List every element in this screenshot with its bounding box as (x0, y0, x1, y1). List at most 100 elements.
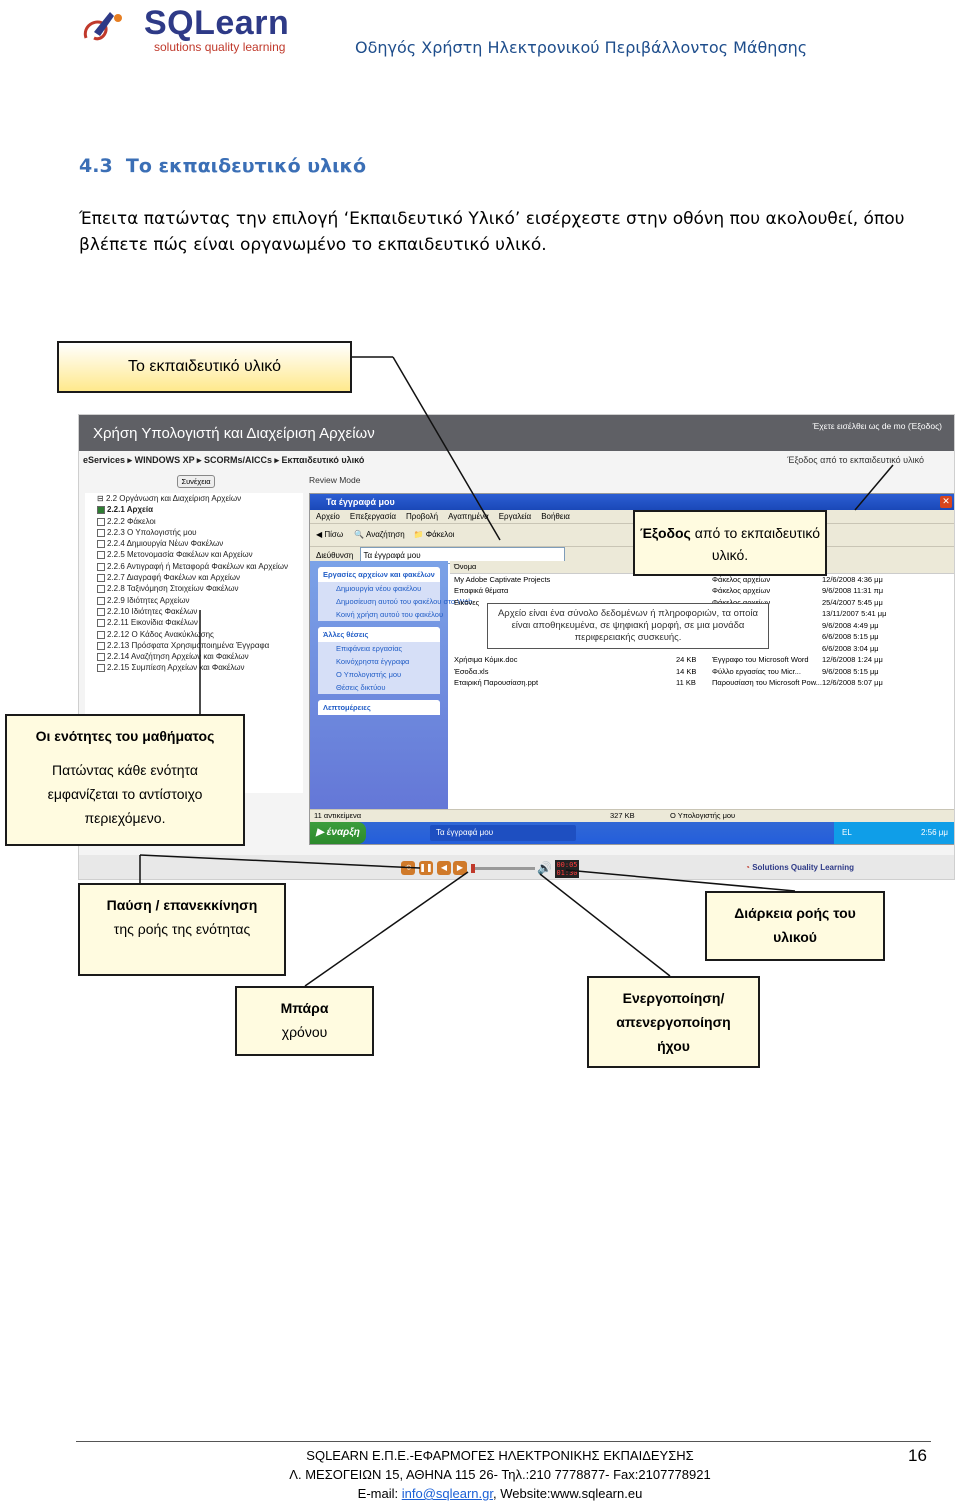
search-label: Αναζήτηση (366, 530, 405, 539)
folders-button[interactable]: 📁 Φάκελοι (413, 530, 455, 539)
replay-icon[interactable]: ⟲ (401, 861, 415, 875)
back-button[interactable]: ◀ Πίσω (316, 530, 344, 539)
address-label: Διεύθυνση (316, 551, 354, 560)
tree-item-checkbox[interactable] (97, 528, 105, 537)
tree-item-checkbox[interactable] (97, 540, 105, 549)
tree-item[interactable]: 2.2.3 Ο Υπολογιστής μου (85, 527, 303, 538)
close-icon[interactable]: ✕ (940, 496, 952, 508)
callout-exit: Έξοδος από το εκπαιδευτικό υλικό. (633, 510, 827, 576)
file-date: 9/6/2008 5:15 μμ (822, 666, 879, 676)
menu-item[interactable]: Προβολή (405, 512, 439, 521)
tree-item[interactable]: 2.2.10 Ιδιότητες Φακέλων (85, 606, 303, 617)
file-row[interactable]: 6/6/2008 3:04 μμ (450, 643, 954, 655)
menu-item[interactable]: Αγαπημένα (448, 512, 489, 521)
panel-link[interactable]: Θέσεις δικτύου (336, 683, 386, 692)
panel-link[interactable]: Ο Υπολογιστής μου (336, 670, 402, 679)
taskbar-item[interactable]: Τα έγγραφά μου (430, 825, 576, 841)
tree-item[interactable]: 2.2.5 Μετονομασία Φακέλων και Αρχείων (85, 549, 303, 560)
menu-item[interactable]: Επεξεργασία (349, 512, 396, 521)
breadcrumb-item[interactable]: SCORMs/AICCs (203, 455, 272, 465)
search-button[interactable]: 🔍 Αναζήτηση (354, 530, 405, 539)
panel-other-places-title[interactable]: Άλλες θέσεις (318, 627, 440, 642)
breadcrumb-item[interactable]: eServices (83, 455, 126, 465)
tray-language[interactable]: EL (842, 828, 852, 837)
tree-item-label: 2.2.2 Φάκελοι (107, 516, 156, 526)
panel-details-title[interactable]: Λεπτομέρειες (318, 700, 440, 715)
xp-toolbar: ◀ Πίσω 🔍 Αναζήτηση 📁 Φάκελοι (310, 524, 954, 547)
start-button[interactable]: ▶ έναρξη (310, 822, 366, 844)
panel-link[interactable]: Δημοσίευση αυτού του φακέλου στο Web (336, 597, 473, 606)
panel-link[interactable]: Κοινόχρηστα έγγραφα (336, 657, 410, 666)
tree-item-checkbox[interactable] (97, 596, 105, 605)
exit-material-link[interactable]: Έξοδος από το εκπαιδευτικό υλικό (787, 455, 924, 465)
breadcrumb-item[interactable]: WINDOWS XP (134, 455, 195, 465)
tree-item-label: 2.2.4 Δημιουργία Νέων Φακέλων (107, 539, 224, 549)
tree-item[interactable]: 2.2.1 Αρχεία (85, 504, 303, 515)
status-items-count: 11 αντικείμενα (314, 811, 362, 820)
tree-item-checkbox[interactable] (97, 562, 105, 571)
tree-item-checkbox[interactable] (97, 664, 105, 673)
tree-item[interactable]: 2.2.14 Αναζήτηση Αρχείων και Φακέλων (85, 651, 303, 662)
menu-item[interactable]: Εργαλεία (498, 512, 532, 521)
panel-link[interactable]: Επιφάνεια εργασίας (336, 644, 403, 653)
panel-link[interactable]: Δημιουργία νέου φακέλου (336, 584, 422, 593)
tree-item[interactable]: 2.2.2 Φάκελοι (85, 516, 303, 527)
file-size: 11 KB (676, 678, 696, 687)
tree-item[interactable]: 2.2.13 Πρόσφατα Χρησιμοποιημένα Έγγραφα (85, 640, 303, 651)
brand-small-text: Solutions Quality Learning (752, 863, 854, 872)
time-bar[interactable] (471, 867, 535, 870)
tree-item[interactable]: 2.2.4 Δημιουργία Νέων Φακέλων (85, 538, 303, 549)
tree-item[interactable]: 2.2.8 Ταξινόμηση Στοιχείων Φακέλων (85, 583, 303, 594)
file-row[interactable]: 13/11/2007 5:41 μμ (450, 608, 954, 620)
menu-item[interactable]: Βοήθεια (541, 512, 570, 521)
tree-item-label: 2.2.11 Εικονίδια Φακέλων (107, 618, 198, 628)
tree-item[interactable]: 2.2.6 Αντιγραφή ή Μεταφορά Φακέλων και Α… (85, 561, 303, 572)
pause-icon[interactable]: ❚❚ (419, 861, 433, 875)
tree-item-checkbox[interactable] (97, 506, 105, 515)
tree-item-label: 2.2.3 Ο Υπολογιστής μου (107, 527, 197, 537)
column-name-header[interactable]: Όνομα (454, 562, 477, 571)
step-back-icon[interactable]: ◀ (437, 861, 451, 875)
continue-button[interactable]: Συνέχεια (177, 475, 215, 488)
tree-item[interactable]: 2.2.11 Εικονίδια Φακέλων (85, 617, 303, 628)
tree-item[interactable]: 2.2.12 Ο Κάδος Ανακύκλωσης (85, 629, 303, 640)
tree-item-checkbox[interactable] (97, 585, 105, 594)
footer-email-link[interactable]: info@sqlearn.gr (401, 1486, 493, 1501)
file-row[interactable]: 9/6/2008 4:49 μμ (450, 620, 954, 632)
tree-item[interactable]: 2.2.15 Συμπίεση Αρχείων και Φακέλων (85, 662, 303, 673)
tree-item-checkbox[interactable] (97, 574, 105, 583)
definition-tooltip-text: Αρχείο είναι ένα σύνολο δεδομένων ή πληρ… (497, 608, 759, 643)
start-label: έναρξη (326, 827, 360, 838)
tree-item-checkbox[interactable] (97, 641, 105, 650)
step-forward-icon[interactable]: ▶ (453, 861, 467, 875)
tree-item-checkbox[interactable] (97, 630, 105, 639)
tree-item-label: 2.2.1 Αρχεία (107, 505, 153, 515)
panel-link[interactable]: Κοινή χρήση αυτού του φακέλου (336, 610, 444, 619)
footer-website: , Website:www.sqlearn.eu (492, 1486, 643, 1501)
document-title: Οδηγός Χρήστη Ηλεκτρονικού Περιβάλλοντος… (355, 38, 808, 57)
tree-root[interactable]: ⊟ 2.2 Οργάνωση και Διαχείριση Αρχείων (97, 494, 242, 503)
time-bar-handle[interactable] (471, 864, 475, 873)
tree-item-checkbox[interactable] (97, 517, 105, 526)
sound-icon[interactable]: 🔊 (537, 861, 552, 875)
callout-pause-title: Παύση / επανεκκίνηση (106, 897, 258, 913)
file-name: Επαφικά θέματα (454, 586, 509, 595)
tree-item[interactable]: 2.2.7 Διαγραφή Φακέλων και Αρχείων (85, 572, 303, 583)
tree-item[interactable]: 2.2.9 Ιδιότητες Αρχείων (85, 595, 303, 606)
tree-item-checkbox[interactable] (97, 653, 105, 662)
panel-file-tasks-title[interactable]: Εργασίες αρχείων και φακέλων (318, 567, 440, 582)
menu-item[interactable]: Αρχείο (316, 512, 340, 521)
logged-in-text[interactable]: Έχετε εισέλθει ως de mo (Έξοδος) (812, 421, 942, 431)
tree-item-checkbox[interactable] (97, 619, 105, 628)
tree-item-label: 2.2.15 Συμπίεση Αρχείων και Φακέλων (107, 663, 245, 673)
tree-item-checkbox[interactable] (97, 551, 105, 560)
tree-item-checkbox[interactable] (97, 607, 105, 616)
file-row[interactable]: 6/6/2008 5:15 μμ (450, 631, 954, 643)
